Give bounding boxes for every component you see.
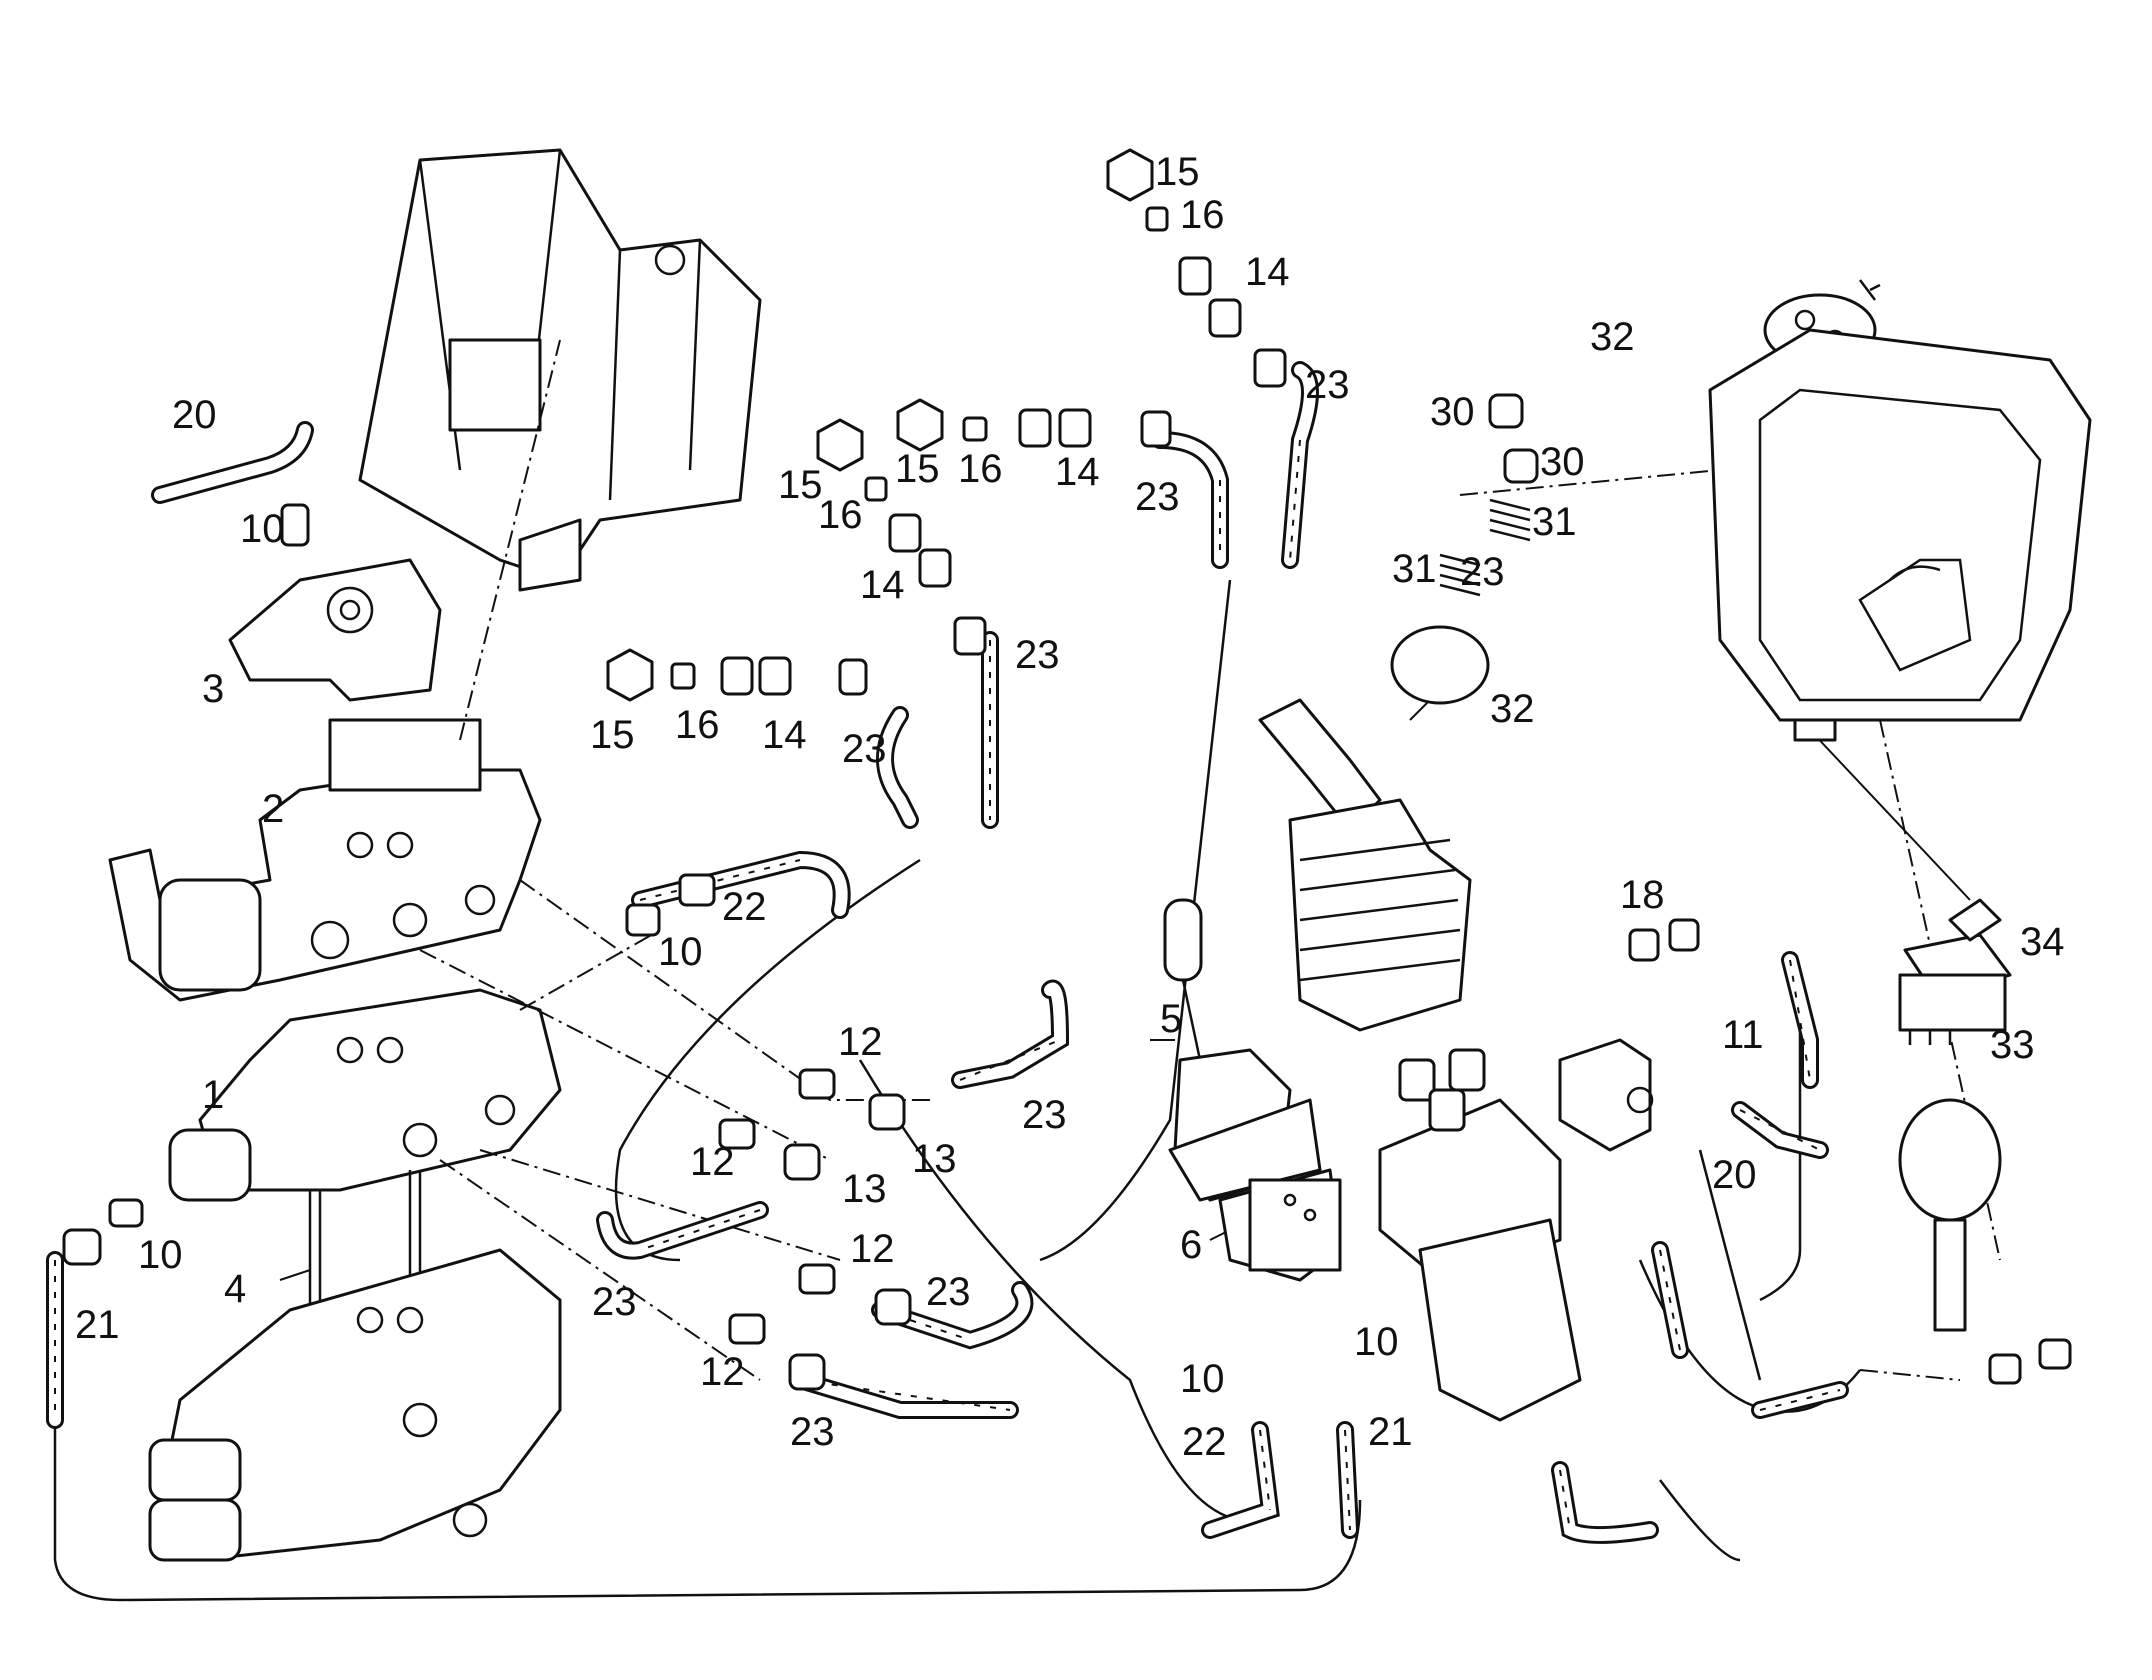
callout-6: 6: [1180, 1223, 1202, 1267]
callout-21-a: 21: [75, 1303, 120, 1347]
callout-12-c: 12: [850, 1227, 895, 1271]
callout-16-b: 16: [958, 447, 1003, 491]
callout-22-b: 22: [1182, 1420, 1227, 1464]
callout-16-d: 16: [675, 703, 720, 747]
callout-23-i: 23: [1460, 550, 1505, 594]
callout-32-a: 32: [1590, 315, 1635, 359]
callout-12-d: 12: [700, 1350, 745, 1394]
callout-18: 18: [1620, 873, 1665, 917]
callout-3: 3: [202, 667, 224, 711]
bracket-part-3: [228, 558, 442, 702]
callout-2: 2: [262, 787, 284, 831]
callout-15-c: 15: [778, 463, 823, 507]
callout-23-h: 23: [790, 1410, 835, 1454]
callout-10-c: 10: [138, 1233, 183, 1277]
valve-part-18: [1558, 918, 1700, 1152]
small-fittings: [62, 873, 912, 1391]
callout-23-a: 23: [1305, 363, 1350, 407]
callout-23-f: 23: [926, 1270, 971, 1314]
valve-block-lower: [148, 1248, 562, 1562]
callout-16-a: 16: [1180, 193, 1225, 237]
callout-15-d: 15: [590, 713, 635, 757]
callout-14-d: 14: [762, 713, 807, 757]
callout-32-b: 32: [1490, 687, 1535, 731]
callout-23-d: 23: [842, 727, 887, 771]
callout-13-b: 13: [842, 1167, 887, 1211]
callout-30-b: 30: [1540, 440, 1585, 484]
hose-part-20-left: [151, 421, 314, 547]
callout-22-a: 22: [722, 885, 767, 929]
callout-10-a: 10: [240, 507, 285, 551]
callout-21-b: 21: [1368, 1410, 1413, 1454]
callout-20-a: 20: [172, 393, 217, 437]
control-valve-part-6: [1248, 1178, 1342, 1272]
callout-5: 5: [1160, 997, 1182, 1041]
callout-31-a: 31: [1532, 500, 1577, 544]
callout-10-d: 10: [1180, 1357, 1225, 1401]
callout-34: 34: [2020, 920, 2065, 964]
callout-14-c: 14: [860, 563, 905, 607]
pilot-valve-assembly: [1378, 1048, 1582, 1422]
callout-23-g: 23: [592, 1280, 637, 1324]
switch-part-33: [1898, 933, 2012, 1045]
callout-16-c: 16: [818, 493, 863, 537]
callout-12-b: 12: [690, 1140, 735, 1184]
fitting-chains: [606, 148, 1287, 702]
valve-block-part-1: [168, 988, 562, 1202]
callout-30-a: 30: [1430, 390, 1475, 434]
callout-33: 33: [1990, 1023, 2035, 1067]
callout-13-a: 13: [912, 1137, 957, 1181]
callout-23-e: 23: [1022, 1093, 1067, 1137]
callout-15-b: 15: [895, 447, 940, 491]
loader-cab: [1708, 328, 2092, 742]
callout-14-b: 14: [1055, 450, 1100, 494]
callout-labels: 1 2 3 4 5 6 10 10 10 10 10 11 12 12 12 1…: [75, 150, 2065, 1464]
accumulator: [1898, 1098, 2072, 1385]
callout-1: 1: [202, 1073, 224, 1117]
callout-10-b: 10: [658, 930, 703, 974]
callout-11: 11: [1722, 1013, 1764, 1057]
callout-14-a: 14: [1245, 250, 1290, 294]
threaded-rods-part-4: [308, 1170, 422, 1320]
callout-20-b: 20: [1712, 1153, 1757, 1197]
callout-10-e: 10: [1354, 1320, 1399, 1364]
callout-23-b: 23: [1135, 475, 1180, 519]
valve-block-part-2: [108, 718, 542, 1002]
mounting-frame: [358, 148, 762, 592]
callout-31-b: 31: [1392, 547, 1437, 591]
callout-23-c: 23: [1015, 633, 1060, 677]
callout-15-a: 15: [1155, 150, 1200, 194]
label-part-34: [1948, 898, 2002, 942]
callout-4: 4: [224, 1267, 246, 1311]
joystick-boot: [1258, 698, 1472, 1032]
callout-12-a: 12: [838, 1020, 883, 1064]
